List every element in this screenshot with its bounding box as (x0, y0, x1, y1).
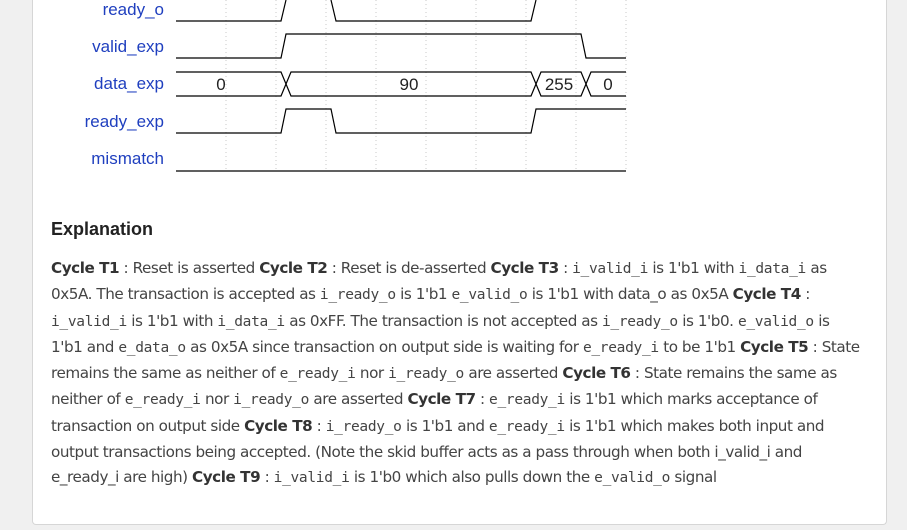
timing-diagram: 0 90 255 0 (176, 0, 627, 172)
explanation-span: is 1'b1 with data_o as 0x5A (527, 285, 733, 304)
signal-code: i_ready_o (233, 392, 310, 409)
explanation-span: signal (670, 468, 717, 487)
explanation-span: is 1'b1 which marks acceptance of transa… (51, 390, 818, 435)
explanation-span: is 1'b1 and (51, 311, 830, 356)
explanation-span: nor (355, 364, 389, 383)
wave-ready-o (176, 0, 537, 22)
signal-code: i_data_i (738, 261, 807, 277)
signal-label-data-exp: data_exp (94, 74, 164, 93)
signal-label-ready-o: ready_o (102, 0, 164, 19)
explanation-span: is 1'b0 which also pulls down the (349, 468, 595, 487)
data-exp-value-0: 0 (216, 75, 225, 94)
signal-code: e_ready_i (124, 392, 201, 409)
signal-code: i_ready_o (319, 287, 396, 304)
data-exp-value-3: 0 (603, 75, 612, 94)
explanation-span: : (800, 285, 810, 304)
explanation-span: : (260, 468, 274, 487)
cycle-label: Cycle T9 (192, 468, 261, 487)
data-exp-value-1: 90 (400, 75, 419, 94)
wave-valid-exp (176, 33, 626, 59)
explanation-span: : (312, 416, 326, 435)
signal-code: e_data_o (118, 339, 186, 356)
signal-code: i_valid_i (51, 313, 127, 330)
explanation-span: is 1'b1 which makes both input and outpu… (51, 416, 825, 487)
explanation-text: Cycle T1 : Reset is asserted Cycle T2 : … (51, 256, 863, 492)
cycle-label: Cycle T8 (244, 416, 313, 435)
signal-code: i_data_i (217, 313, 285, 330)
explanation-span: : (475, 390, 490, 409)
wave-data-exp (176, 71, 626, 97)
explanation-span: as 0x5A since transaction on output side… (185, 337, 583, 356)
cycle-label: Cycle T5 (740, 337, 809, 356)
cycle-label: Cycle T2 (259, 259, 328, 277)
explanation-span: is 1'b1 with (648, 259, 739, 277)
cycle-label: Cycle T1 (51, 259, 120, 277)
explanation-span: are asserted (309, 390, 408, 409)
explanation-span: is 1'b1 (395, 285, 452, 304)
explanation-span: as 0x5A. The transaction is accepted as (51, 259, 827, 304)
signal-label-valid-exp: valid_exp (92, 37, 164, 56)
cycle-label: Cycle T7 (407, 390, 476, 409)
wave-ready-exp (176, 108, 626, 134)
cycle-label: Cycle T6 (562, 364, 631, 383)
signal-code: e_ready_i (279, 366, 356, 383)
signal-code: e_ready_i (488, 418, 565, 435)
explanation-heading: Explanation (51, 219, 154, 239)
signal-code: e_valid_o (737, 313, 814, 330)
explanation-span: : Reset is asserted (119, 259, 260, 277)
signal-code: i_ready_o (325, 418, 402, 435)
explanation-span: : Reset is de-asserted (327, 259, 491, 277)
explanation-span: : State remains the same as neither of (51, 364, 837, 409)
signal-code: e_ready_i (489, 392, 565, 409)
explanation-span: is 1'b1 with (126, 311, 218, 330)
explanation-span: to be 1'b1 (658, 337, 741, 356)
cycle-label: Cycle T4 (732, 285, 802, 304)
content-card (32, 0, 887, 525)
signal-label-ready-exp: ready_exp (84, 112, 164, 131)
signal-code: i_ready_o (601, 313, 678, 330)
data-exp-value-2: 255 (545, 75, 573, 94)
signal-code: e_ready_i (582, 339, 659, 356)
signal-code: i_valid_i (572, 261, 648, 277)
signal-label-mismatch: mismatch (91, 149, 164, 168)
explanation-span: nor (200, 390, 234, 409)
explanation-span: : State remains the same as neither of (51, 337, 860, 383)
cycle-gridlines (225, 0, 627, 172)
signal-code: i_valid_i (273, 470, 350, 487)
explanation-span: is 1'b0. (677, 311, 738, 330)
signal-code: i_ready_o (388, 366, 464, 383)
cycle-label: Cycle T3 (490, 259, 560, 277)
explanation-span: are asserted (463, 364, 563, 383)
signal-code: e_valid_o (594, 470, 671, 487)
explanation-span: as 0xFF. The transaction is not accepted… (284, 311, 602, 330)
explanation-span: is 1'b1 and (401, 416, 489, 435)
signal-code: e_valid_o (451, 287, 528, 304)
explanation-span: : (558, 259, 573, 277)
